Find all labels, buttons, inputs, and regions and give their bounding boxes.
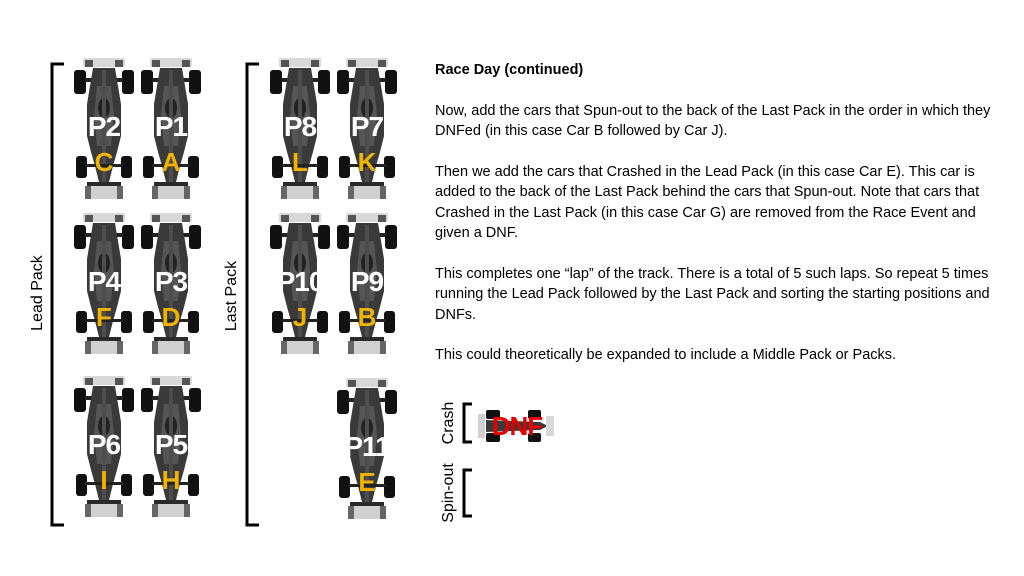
car-position: P11 [344, 431, 390, 462]
car-position: P6 [87, 429, 121, 460]
spin-out-bracket [462, 468, 472, 518]
car-9: P10 J [267, 211, 333, 357]
car-letter: B [357, 302, 377, 332]
paragraph-4: This could theoretically be expanded to … [435, 347, 897, 363]
explanation-panel: Race Day (continued) Now, add the cars t… [435, 60, 995, 386]
car-position: P1 [154, 111, 188, 142]
car-letter: E [358, 467, 376, 497]
last-pack-label: Last Pack [223, 260, 240, 332]
car-position: P2 [87, 111, 121, 142]
car-3: P4 F [71, 211, 137, 357]
dnf-car: DNF [476, 408, 556, 444]
car-position: P3 [154, 266, 188, 297]
last-pack-bracket [245, 62, 259, 527]
car-1: P2 C [71, 56, 137, 202]
car-10: P9 B [334, 211, 400, 357]
car-position: P4 [87, 266, 121, 297]
lead-pack-bracket [50, 62, 64, 527]
car-position: P10 [276, 266, 325, 297]
dnf-text: DNF [491, 411, 543, 441]
panel-heading: Race Day (continued) [435, 62, 584, 78]
car-2: P1 A [138, 56, 204, 202]
paragraph-3: This completes one “lap” of the track. T… [435, 265, 990, 323]
car-position: P8 [283, 111, 317, 142]
car-letter: A [161, 147, 181, 177]
car-letter: F [96, 302, 112, 332]
paragraph-1: Now, add the cars that Spun-out to the b… [435, 102, 991, 140]
car-4: P3 D [138, 211, 204, 357]
car-letter: I [100, 465, 108, 495]
car-position: P5 [154, 429, 188, 460]
car-letter: J [292, 302, 308, 332]
spin-out-label: Spin-out [440, 463, 457, 523]
car-7: P8 L [267, 56, 333, 202]
crash-bracket [462, 402, 472, 444]
car-letter: H [161, 465, 181, 495]
car-letter: L [292, 147, 308, 177]
car-letter: D [161, 302, 181, 332]
paragraph-2: Then we add the cars that Crashed in the… [435, 163, 980, 242]
car-8: P7 K [334, 56, 400, 202]
lead-pack-label: Lead Pack [29, 255, 46, 331]
car-letter: K [357, 147, 377, 177]
car-position: P9 [350, 266, 384, 297]
car-5: P6 I [71, 374, 137, 520]
dnf-car-icon [478, 410, 554, 442]
car-letter: C [94, 147, 114, 177]
crash-label: Crash [440, 401, 457, 445]
car-position: P7 [350, 111, 384, 142]
car-6: P5 H [138, 374, 204, 520]
car-11: P11 E [334, 376, 400, 522]
